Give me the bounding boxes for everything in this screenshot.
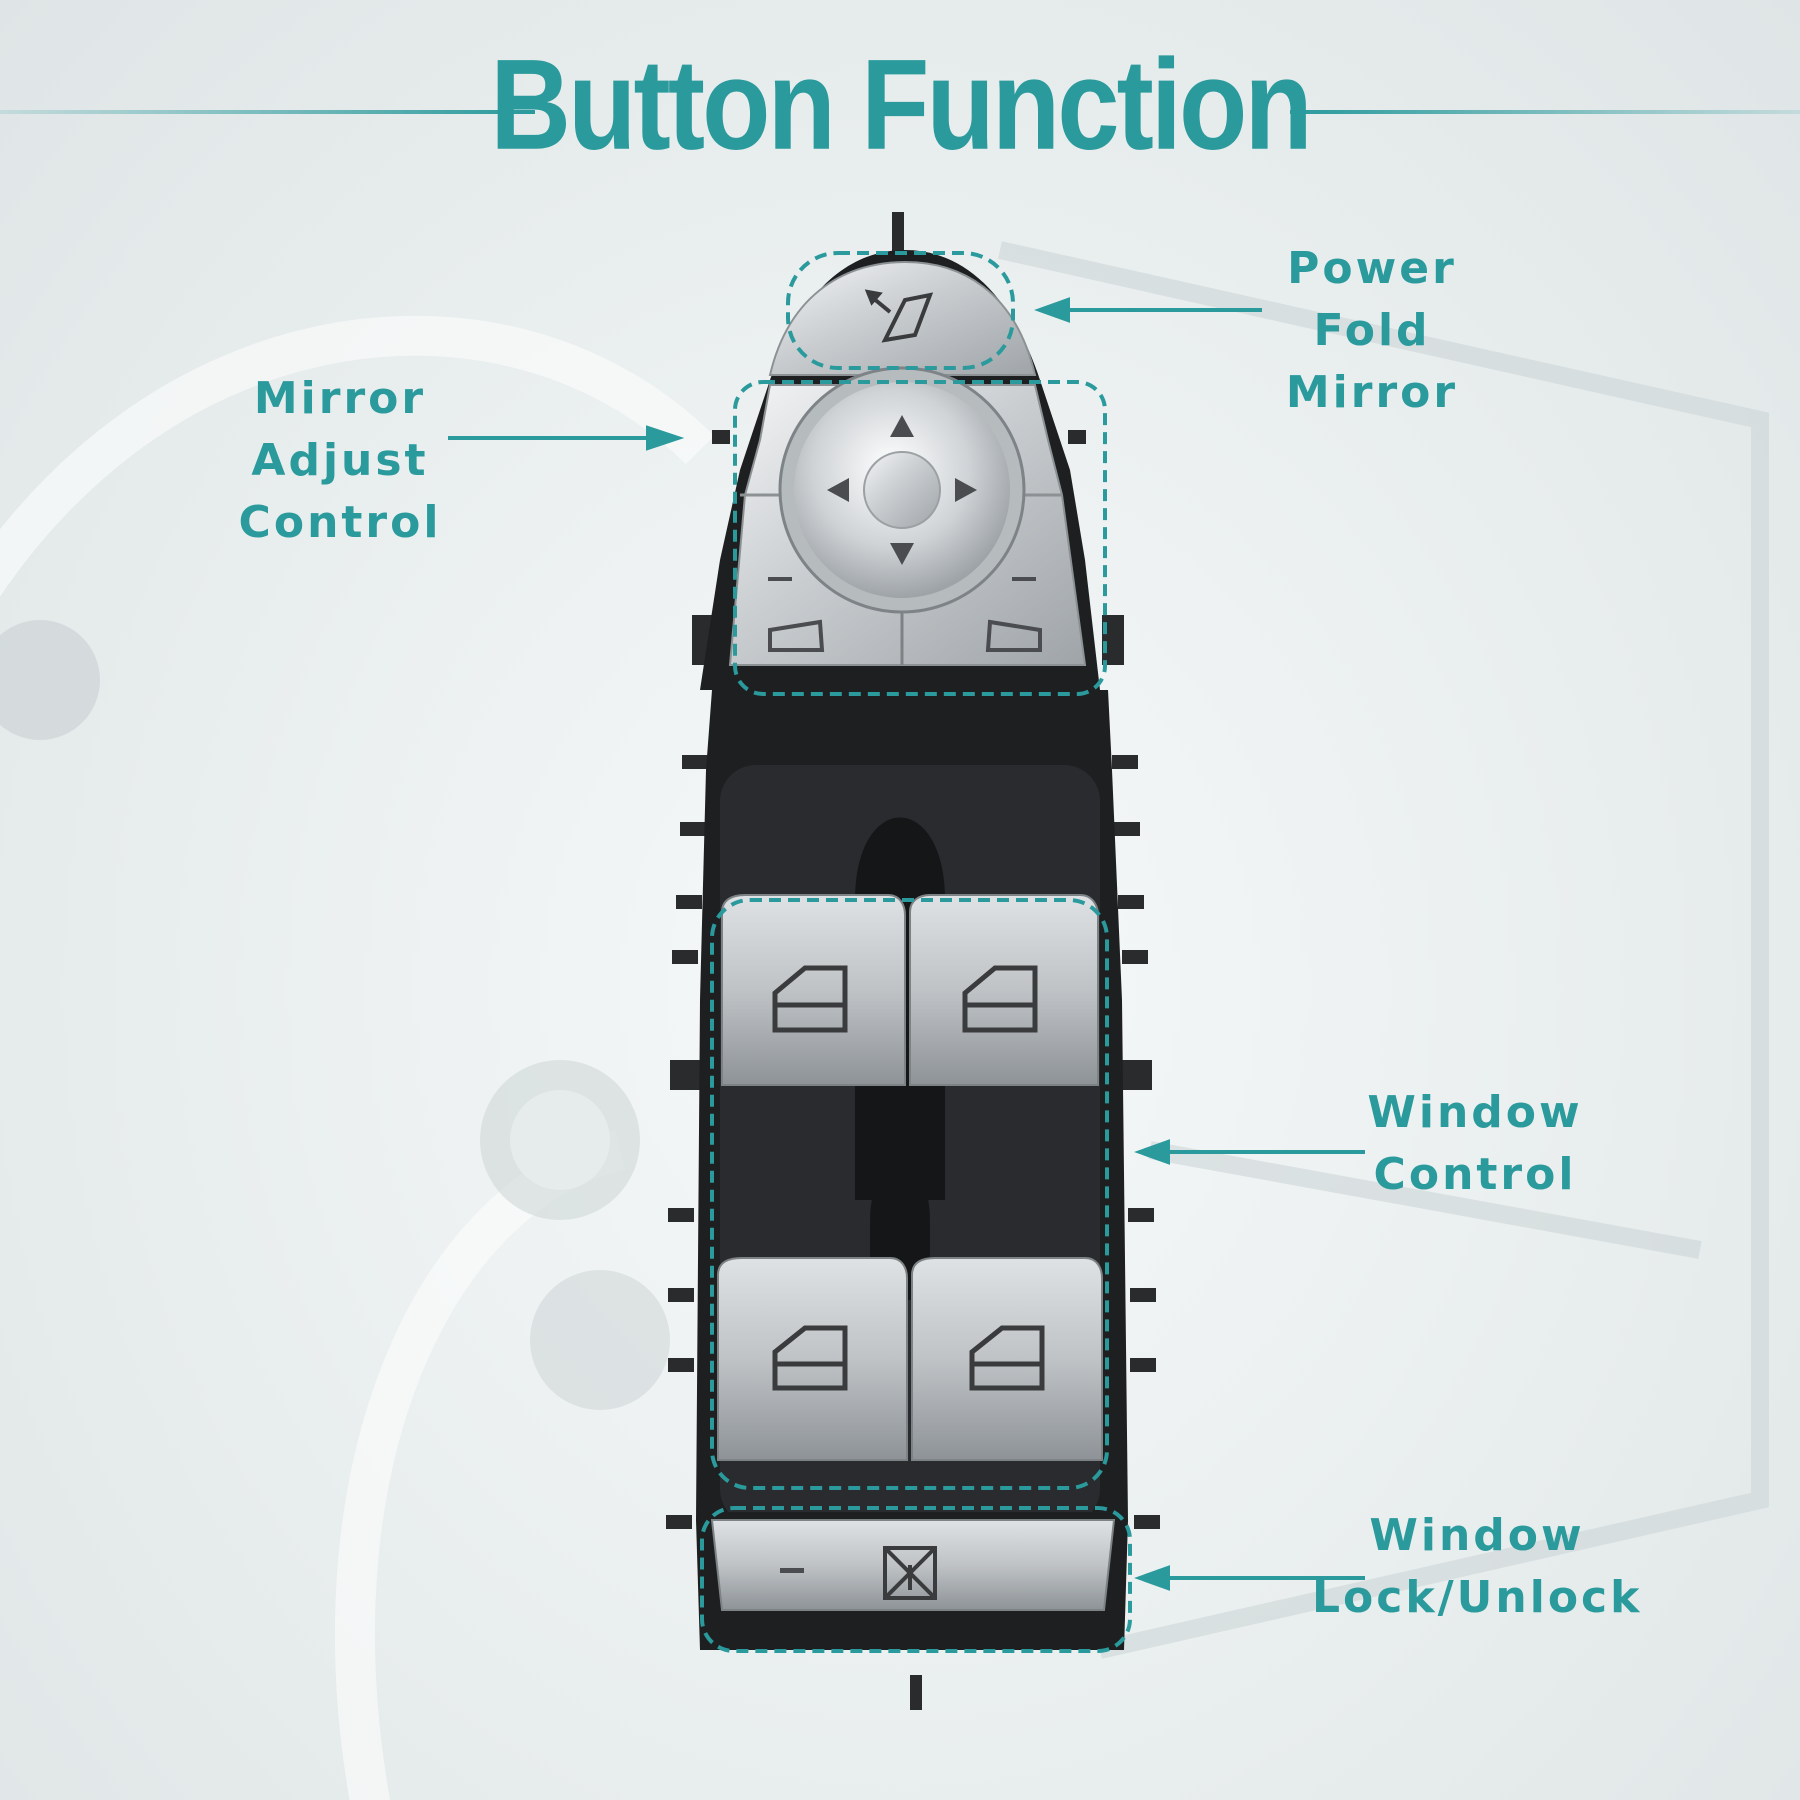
arrow-power-fold — [1034, 297, 1070, 323]
page-title: Button Function — [490, 32, 1313, 177]
power-fold-icon — [864, 289, 934, 343]
arrow-mirror-adjust — [646, 425, 685, 451]
power-fold-label-line2: Mirror — [1285, 367, 1459, 418]
arrow-window-control — [1134, 1139, 1170, 1165]
direction-arrows-icon — [827, 415, 977, 565]
power-fold-highlight — [786, 251, 1015, 370]
mirror-select-icons — [768, 619, 1042, 652]
window-control-label-line1: Window — [1367, 1087, 1583, 1138]
window-control-label: Window Control — [1340, 1082, 1610, 1206]
mirror-adjust-label: Mirror Adjust Control — [160, 368, 520, 554]
mirror-adjust-label-line1: Mirror Adjust — [251, 373, 429, 486]
title-rule-right — [1290, 110, 1800, 114]
mirror-adjust-highlight — [733, 380, 1107, 696]
window-lock-label: Window Lock/Unlock — [1312, 1505, 1642, 1629]
window-lock-icon — [883, 1546, 937, 1600]
window-lock-label-line2: Lock/Unlock — [1312, 1572, 1643, 1623]
window-lock-label-line1: Window — [1369, 1510, 1585, 1561]
title-rule-left — [0, 110, 535, 114]
mirror-adjust-label-line2: Control — [238, 497, 442, 548]
window-control-highlight — [710, 898, 1109, 1490]
power-fold-label: Power Fold Mirror — [1222, 238, 1522, 424]
arrow-window-lock — [1134, 1565, 1170, 1591]
window-control-label-line2: Control — [1373, 1149, 1577, 1200]
window-lock-highlight — [700, 1506, 1132, 1653]
power-fold-label-line1: Power Fold — [1287, 243, 1457, 356]
window-icons — [772, 965, 1045, 1391]
